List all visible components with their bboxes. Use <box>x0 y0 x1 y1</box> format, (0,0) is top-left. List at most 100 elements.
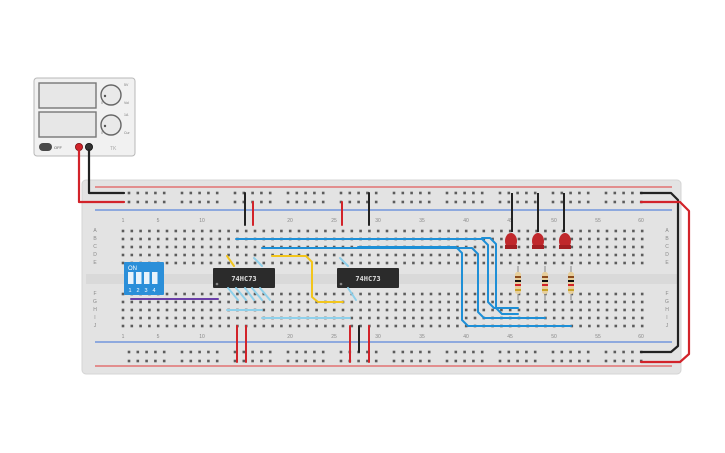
breadboard-hole[interactable] <box>561 261 565 265</box>
breadboard-hole[interactable] <box>438 253 442 257</box>
breadboard-hole[interactable] <box>288 324 292 328</box>
breadboard-hole[interactable] <box>183 316 186 320</box>
breadboard-hole[interactable] <box>596 292 600 296</box>
breadboard-hole[interactable] <box>480 350 484 354</box>
breadboard-hole[interactable] <box>359 308 362 312</box>
breadboard-hole[interactable] <box>297 308 301 312</box>
breadboard-hole[interactable] <box>560 350 564 354</box>
breadboard-hole[interactable] <box>339 350 343 354</box>
breadboard-hole[interactable] <box>403 300 406 304</box>
breadboard-hole[interactable] <box>215 191 219 195</box>
breadboard-hole[interactable] <box>218 316 222 320</box>
breadboard-hole[interactable] <box>403 316 406 320</box>
breadboard-hole[interactable] <box>623 324 626 328</box>
breadboard-hole[interactable] <box>551 200 555 204</box>
breadboard-hole[interactable] <box>507 200 511 204</box>
breadboard-hole[interactable] <box>324 308 327 312</box>
breadboard-hole[interactable] <box>464 300 468 304</box>
breadboard-hole[interactable] <box>209 292 213 296</box>
breadboard-hole[interactable] <box>614 261 618 265</box>
breadboard-hole[interactable] <box>622 359 625 363</box>
breadboard-hole[interactable] <box>139 316 142 320</box>
breadboard-hole[interactable] <box>262 261 266 265</box>
breadboard-hole[interactable] <box>445 200 449 204</box>
breadboard-hole[interactable] <box>552 316 556 320</box>
breadboard-hole[interactable] <box>260 200 263 204</box>
breadboard-hole[interactable] <box>596 300 600 304</box>
breadboard-hole[interactable] <box>156 316 160 320</box>
breadboard-hole[interactable] <box>551 191 555 195</box>
breadboard-hole[interactable] <box>145 191 148 195</box>
breadboard-hole[interactable] <box>359 292 362 296</box>
breadboard-hole[interactable] <box>420 261 424 265</box>
breadboard-hole[interactable] <box>640 324 644 328</box>
breadboard-hole[interactable] <box>192 300 195 304</box>
breadboard-hole[interactable] <box>174 261 178 265</box>
breadboard-hole[interactable] <box>180 191 184 195</box>
breadboard-hole[interactable] <box>500 245 503 249</box>
breadboard-hole[interactable] <box>579 308 582 312</box>
breadboard-hole[interactable] <box>614 324 618 328</box>
breadboard-hole[interactable] <box>552 245 556 249</box>
breadboard-hole[interactable] <box>412 261 415 265</box>
breadboard-hole[interactable] <box>180 200 184 204</box>
breadboard-hole[interactable] <box>306 261 310 265</box>
breadboard-hole[interactable] <box>148 245 151 249</box>
breadboard-hole[interactable] <box>341 324 345 328</box>
breadboard-hole[interactable] <box>454 350 458 354</box>
breadboard-hole[interactable] <box>526 229 530 233</box>
breadboard-hole[interactable] <box>280 308 283 312</box>
breadboard-hole[interactable] <box>209 245 213 249</box>
breadboard-hole[interactable] <box>570 300 574 304</box>
breadboard-hole[interactable] <box>632 300 635 304</box>
signal-wires[interactable] <box>130 192 572 363</box>
breadboard-hole[interactable] <box>286 350 290 354</box>
breadboard-hole[interactable] <box>200 245 204 249</box>
breadboard-hole[interactable] <box>271 308 274 312</box>
breadboard-hole[interactable] <box>321 200 325 204</box>
breadboard-hole[interactable] <box>192 308 195 312</box>
breadboard-hole[interactable] <box>464 229 468 233</box>
breadboard-hole[interactable] <box>517 237 521 241</box>
breadboard-hole[interactable] <box>130 316 134 320</box>
breadboard-hole[interactable] <box>251 359 254 363</box>
breadboard-hole[interactable] <box>613 200 617 204</box>
breadboard-hole[interactable] <box>586 350 590 354</box>
breadboard-hole[interactable] <box>385 308 389 312</box>
breadboard-hole[interactable] <box>588 324 591 328</box>
chip-74hc73-1[interactable]: 74HC73 <box>213 268 275 288</box>
breadboard-hole[interactable] <box>200 253 204 257</box>
breadboard-hole[interactable] <box>288 261 292 265</box>
breadboard-hole[interactable] <box>456 292 459 296</box>
breadboard-hole[interactable] <box>192 292 195 296</box>
breadboard-hole[interactable] <box>218 308 222 312</box>
breadboard-hole[interactable] <box>180 359 184 363</box>
breadboard-hole[interactable] <box>200 324 204 328</box>
breadboard-hole[interactable] <box>242 350 246 354</box>
breadboard-hole[interactable] <box>552 261 556 265</box>
breadboard-hole[interactable] <box>385 316 389 320</box>
breadboard-hole[interactable] <box>156 324 160 328</box>
breadboard-hole[interactable] <box>394 300 398 304</box>
breadboard-hole[interactable] <box>560 200 564 204</box>
breadboard-hole[interactable] <box>244 300 248 304</box>
breadboard-hole[interactable] <box>174 300 178 304</box>
breadboard-hole[interactable] <box>215 350 219 354</box>
breadboard-hole[interactable] <box>394 324 398 328</box>
breadboard-hole[interactable] <box>174 316 178 320</box>
breadboard-hole[interactable] <box>447 308 450 312</box>
breadboard-hole[interactable] <box>508 229 512 233</box>
breadboard-hole[interactable] <box>359 324 362 328</box>
breadboard-hole[interactable] <box>268 359 272 363</box>
breadboard-hole[interactable] <box>412 324 415 328</box>
breadboard-hole[interactable] <box>306 308 310 312</box>
breadboard-hole[interactable] <box>297 292 301 296</box>
breadboard-hole[interactable] <box>121 261 125 265</box>
breadboard-hole[interactable] <box>596 237 600 241</box>
breadboard-hole[interactable] <box>614 253 618 257</box>
breadboard-hole[interactable] <box>359 253 362 257</box>
breadboard-hole[interactable] <box>586 359 590 363</box>
breadboard-hole[interactable] <box>588 316 591 320</box>
breadboard-hole[interactable] <box>544 253 547 257</box>
breadboard-hole[interactable] <box>570 237 574 241</box>
